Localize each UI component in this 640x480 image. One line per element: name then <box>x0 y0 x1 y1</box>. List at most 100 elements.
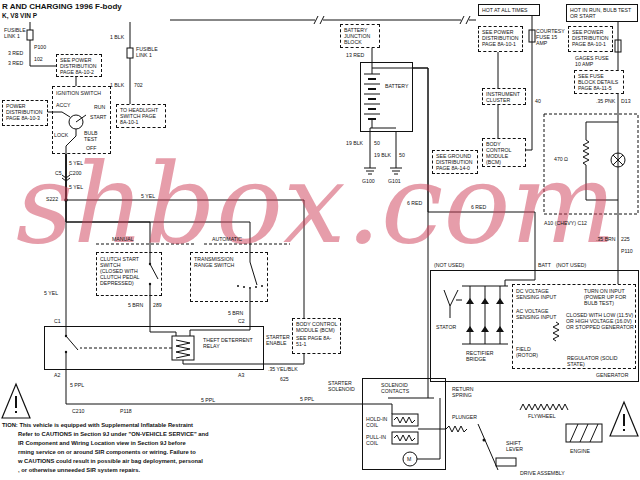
contact-dot <box>243 286 245 288</box>
circuit-number: 702 <box>134 82 143 88</box>
regulator-box: REGULATOR (SOLID STATE) <box>512 284 636 369</box>
range-switch: TRANSMISSION RANGE SWITCH <box>190 252 268 302</box>
battery-symbol <box>368 79 376 119</box>
wire-connector <box>264 354 304 364</box>
connector-id: C200 <box>69 170 81 176</box>
node-title: HOT IN RUN, BULB TEST OR START <box>570 7 634 19</box>
wire <box>362 378 446 459</box>
connector-id: P118 <box>120 408 132 414</box>
wire-label: 5 PPL <box>300 396 314 402</box>
caution-note: Refer to CAUTIONS in Section 9J under "O… <box>18 431 209 438</box>
relay-coil <box>172 336 194 360</box>
wire <box>462 286 508 344</box>
signal-name: AC VOLTAGE SENSING INPUT <box>516 308 560 320</box>
fuse-symbol <box>27 30 33 40</box>
relay-box: THEFT DETERRENT RELAY <box>44 326 264 370</box>
part-label: HOLD-IN COIL <box>366 416 390 428</box>
node-title: CLUTCH START SWITCH (CLOSED WITH CLUTCH … <box>100 256 144 286</box>
contact-dot <box>249 287 251 289</box>
switch-position: START <box>90 114 107 120</box>
caution-note: rming service on or around SIR component… <box>18 449 196 456</box>
wire-connector <box>76 77 77 86</box>
node-title: POWER DISTRIBUTION PAGE 8A-10-3 <box>6 103 44 121</box>
connector-id: C1 <box>54 318 61 324</box>
splice-id: S222 <box>46 196 58 202</box>
pin-id: A10 (CHEVY) C12 <box>544 220 587 226</box>
drive-mechanism <box>496 458 516 466</box>
wire-connector <box>498 105 499 138</box>
wire-connector <box>498 52 499 88</box>
fuse-label: COURTESY FUSE 15 AMP <box>536 28 566 46</box>
part-label: PULL-IN COIL <box>366 434 390 446</box>
manual-automatic-divider <box>80 348 172 349</box>
solenoid-coil <box>392 414 418 426</box>
part-label: DRIVE ASSEMBLY <box>520 470 565 476</box>
fuse-symbol <box>127 48 133 58</box>
wire-label: 5 YEL <box>44 290 58 296</box>
wire-label: .35 PNK <box>596 98 615 104</box>
node-title: SEE POWER DISTRIBUTION PAGE 8A-10-2 <box>60 57 98 75</box>
wire-label: .35 BRN <box>596 236 616 242</box>
contact-dot <box>149 263 151 265</box>
wire-label: 3 RED <box>8 60 23 66</box>
circuit-number: 289 <box>153 302 162 308</box>
node-title: BODY CONTROL MODULE (BCM) <box>296 321 338 333</box>
relay-coil <box>172 336 194 360</box>
contact-dot <box>483 439 486 442</box>
caution-note: w CAUTIONS could result in possible air … <box>18 458 203 465</box>
reference-box: SEE POWER DISTRIBUTION PAGE 8A-10-1 <box>478 26 523 52</box>
contact-dot <box>261 285 263 287</box>
group-label: AUTOMATIC <box>212 236 242 242</box>
node-note: SEE PAGE 8A-51-1 <box>296 335 336 347</box>
node-title: SOLENOID CONTACTS <box>381 382 427 394</box>
switch-symbol <box>69 115 83 129</box>
connector-id: C5 <box>55 170 62 176</box>
caution-note: IR Component and Wiring Location view in… <box>18 440 186 447</box>
caution-note: , or otherwise unneeded SIR system repai… <box>18 467 140 474</box>
switch-position: BULB TEST <box>84 130 106 142</box>
module-box: INSTRUMENT CLUSTER <box>482 88 526 105</box>
wire-label: 6 RED <box>406 200 423 206</box>
node-title: SEE POWER DISTRIBUTION PAGE 8A-10-1 <box>482 29 520 47</box>
motor-letter: M <box>407 456 411 462</box>
wire <box>446 426 467 432</box>
wire-label: 5 BRN <box>228 310 243 316</box>
connector-id: P100 <box>34 44 46 50</box>
wire <box>30 22 56 66</box>
node-title: IGNITION SWITCH <box>56 90 108 96</box>
switch-position: ACCY <box>56 102 70 108</box>
node-title: SEE FUSE BLOCK DETAILS PAGE 8A-11-5 <box>578 73 620 91</box>
node-title: GENERATOR <box>596 372 636 378</box>
node-title: SEE POWER DISTRIBUTION PAGE 8A-10-1 <box>572 29 610 47</box>
relay-coil <box>176 340 190 358</box>
junction-block: BATTERY JUNCTION BLOCK <box>340 24 380 48</box>
caution-note: TION: This vehicle is equipped with Supp… <box>2 422 193 429</box>
ignition-switch: IGNITION SWITCH <box>52 86 111 154</box>
node-title: THEFT DETERRENT RELAY <box>203 337 259 349</box>
solenoid-coil <box>394 435 415 441</box>
break-line <box>170 20 476 21</box>
drive-mechanism <box>570 424 598 442</box>
wire-connector <box>66 370 362 404</box>
wire-label: 5 YEL <box>69 160 83 166</box>
node-title: BATTERY <box>385 83 410 89</box>
circuit-number: 50 <box>399 152 405 158</box>
contact-dot <box>149 283 151 285</box>
part-label: RECTIFIER BRIDGE <box>466 350 502 362</box>
group-label: MANUAL <box>112 236 134 242</box>
drive-mechanism <box>520 404 568 410</box>
starter-box: SOLENOID CONTACTS <box>362 378 446 470</box>
wire-label: 5 PPL <box>200 397 216 403</box>
node-title: REGULATOR (SOLID STATE) <box>567 355 633 367</box>
power-bar: HOT IN RUN, BULB TEST OR START <box>566 4 638 22</box>
clutch-switch: CLUTCH START SWITCH (CLOSED WITH CLUTCH … <box>96 252 162 296</box>
node-title: SEE GROUND DISTRIBUTION PAGE 8A-14-0 <box>436 153 474 171</box>
pin-id: A3 <box>238 372 244 378</box>
wire-label: 19 BLK <box>346 140 363 146</box>
wire-label: .35 YEL/BLK <box>267 366 299 372</box>
reference-box: SEE GROUND DISTRIBUTION PAGE 8A-14-0 <box>432 150 478 174</box>
solenoid-coil <box>392 432 418 444</box>
wire-label: 5 BRN <box>128 302 143 308</box>
part-label: FUSIBLE LINK 1 <box>4 27 28 39</box>
signal-name: STARTER ENABLE <box>266 334 290 346</box>
